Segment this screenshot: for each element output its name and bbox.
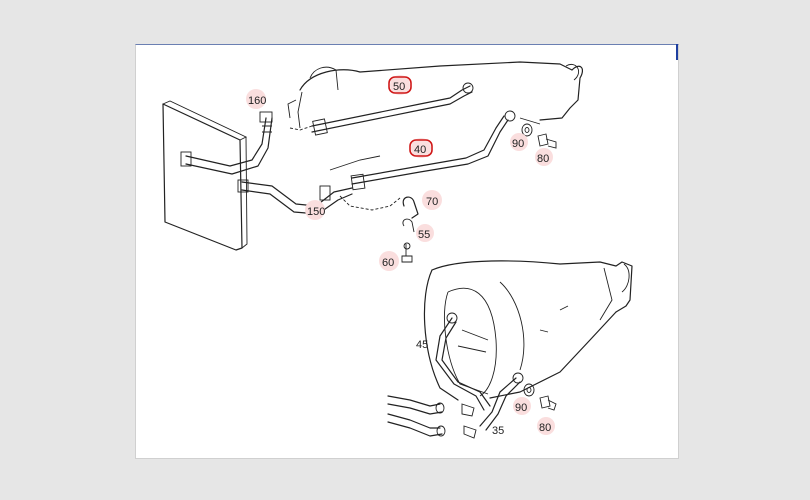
callout-55[interactable]: 55 (416, 224, 434, 242)
callout-label-150: 150 (307, 206, 325, 218)
callout-label-70: 70 (426, 196, 438, 208)
callout-90-lower[interactable]: 90 (513, 397, 531, 415)
callout-label-55: 55 (418, 229, 430, 241)
callout-label-160: 160 (248, 95, 266, 107)
callout-40[interactable]: 40 (409, 138, 433, 158)
washer-and-bolt-upper (521, 123, 557, 149)
callout-80-upper[interactable]: 80 (535, 148, 553, 166)
callout-80-lower[interactable]: 80 (537, 417, 555, 435)
hose-160 (180, 111, 273, 175)
callout-label-45: 45 (416, 339, 428, 351)
lower-left-hoses (387, 395, 446, 437)
callout-50[interactable]: 50 (388, 75, 412, 95)
callout-150[interactable]: 150 (305, 200, 325, 220)
clip-assembly (401, 196, 419, 263)
callout-45[interactable]: 45 (416, 339, 428, 351)
hose-150 (237, 179, 353, 215)
callout-60[interactable]: 60 (379, 251, 399, 271)
callout-160[interactable]: 160 (246, 89, 266, 109)
callout-label-80-lower: 80 (539, 422, 551, 434)
callout-label-40: 40 (414, 144, 426, 156)
highlight-ring-50 (388, 76, 412, 94)
callout-35[interactable]: 35 (492, 425, 504, 437)
pipe-45-35 (435, 312, 524, 439)
callout-label-60: 60 (382, 257, 394, 269)
upper-transmission-housing (287, 61, 584, 211)
radiator (162, 100, 248, 251)
callout-70[interactable]: 70 (422, 190, 442, 210)
washer-and-bolt-lower (523, 383, 557, 411)
lower-transmission-housing (423, 260, 633, 401)
callout-label-35: 35 (492, 425, 504, 437)
callout-label-50: 50 (393, 81, 405, 93)
pipe-40 (350, 110, 516, 191)
callout-label-90-upper: 90 (512, 138, 524, 150)
callout-label-80-upper: 80 (537, 153, 549, 165)
callout-90-upper[interactable]: 90 (510, 133, 528, 151)
callout-label-90-lower: 90 (515, 402, 527, 414)
frame-accent (676, 44, 678, 60)
pipe-50 (311, 82, 474, 136)
highlight-ring-40 (409, 139, 433, 157)
